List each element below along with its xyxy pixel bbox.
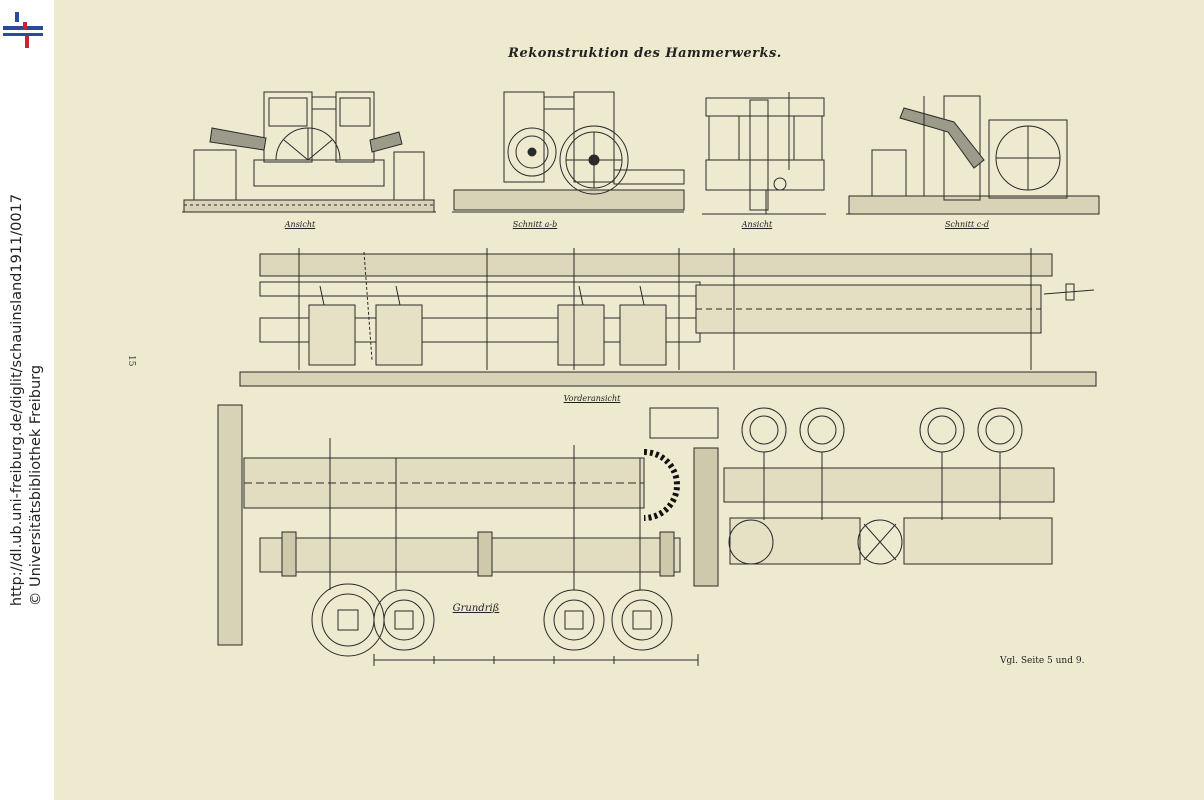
reference-note: Vgl. Seite 5 und 9.: [1000, 656, 1085, 666]
caption-schnitt-ab: Schnitt a-b: [512, 220, 558, 229]
caption-schnitt-cd: Schnitt c-d: [944, 220, 990, 229]
copyright-notice: © Universitätsbibliothek Freiburg: [28, 364, 44, 607]
drawing-ansicht-2: [702, 92, 826, 215]
source-url[interactable]: http://dl.ub.uni-freiburg.de/diglit/scha…: [9, 193, 25, 607]
technical-drawing: [182, 91, 1100, 666]
university-library-logo-icon: [3, 12, 43, 48]
page-number: 15: [126, 355, 136, 367]
scanned-plate: Rekonstruktion des Hammerwerks. Ansicht …: [54, 0, 1204, 800]
grundriss-wheels: [311, 407, 1023, 657]
grundriss-shafts: [329, 438, 1001, 590]
drawing-schnitt-cd: [846, 95, 1100, 215]
drawing-grundriss: [217, 404, 1055, 666]
scale-bar: [373, 654, 699, 666]
sidebar-source-text: http://dl.ub.uni-freiburg.de/diglit/scha…: [8, 194, 46, 606]
drawing-ansicht-1: [182, 91, 436, 213]
caption-vorderansicht: Vorderansicht: [563, 394, 621, 403]
caption-ansicht-1: Ansicht: [284, 220, 316, 229]
plate-title: Rekonstruktion des Hammerwerks.: [508, 46, 782, 61]
caption-grundriss: Grundriß: [452, 603, 500, 614]
drawing-schnitt-ab: [452, 91, 685, 213]
caption-ansicht-2: Ansicht: [741, 220, 773, 229]
drawing-vorderansicht: [239, 248, 1097, 387]
viewer-sidebar: http://dl.ub.uni-freiburg.de/diglit/scha…: [0, 0, 54, 800]
